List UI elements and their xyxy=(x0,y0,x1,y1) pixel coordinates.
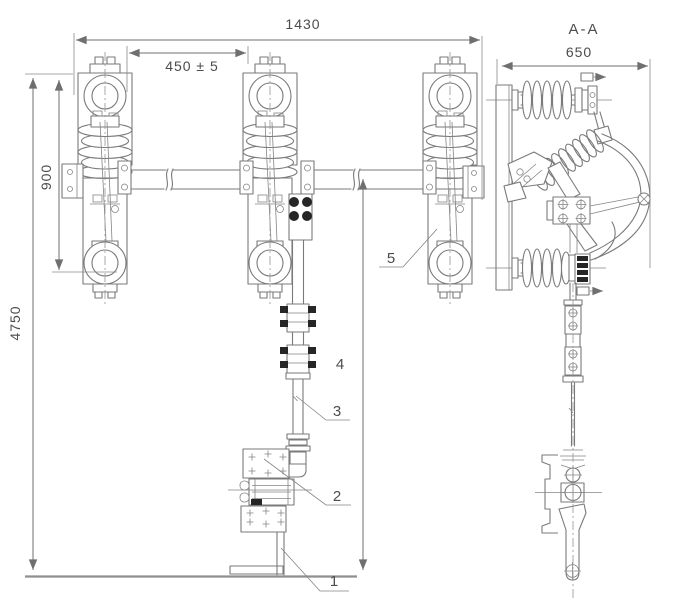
dimension-section-width: 650 xyxy=(496,44,651,268)
part-label-1: 1 xyxy=(330,573,338,590)
arcing-spring-assembly xyxy=(503,111,613,203)
part-label-4: 4 xyxy=(336,356,344,373)
dimension-phase-spacing: 450 ± 5 xyxy=(126,46,249,92)
dimension-overall-height: 4750 xyxy=(7,78,38,570)
part-callout-5: 5 xyxy=(379,228,438,268)
dim-pole-height-label: 900 xyxy=(38,164,54,190)
dim-overall-width-label: 1430 xyxy=(285,16,320,32)
drive-mechanism xyxy=(228,448,312,576)
part-label-5: 5 xyxy=(387,250,395,267)
dimension-pole-height: 900 xyxy=(25,73,117,273)
side-lever-mechanism xyxy=(535,283,602,598)
dimension-overall-width: 1430 xyxy=(73,16,483,200)
hinge-bracket xyxy=(546,196,598,253)
part-label-3: 3 xyxy=(333,403,341,420)
front-view xyxy=(25,51,485,578)
part-callout-4: 4 xyxy=(336,356,344,373)
upper-insulator-side xyxy=(486,72,612,120)
part-callout-2: 2 xyxy=(263,458,351,506)
dim-phase-spacing-label: 450 ± 5 xyxy=(165,58,219,74)
section-view-a-a xyxy=(486,72,651,598)
dim-overall-height-label: 4750 xyxy=(7,305,23,340)
lower-insulator-side xyxy=(486,248,606,296)
part-callouts: 1 2 3 4 5 xyxy=(263,228,438,592)
support-post xyxy=(229,531,285,576)
blade-conductor-loop xyxy=(589,133,651,261)
part-label-2: 2 xyxy=(333,488,341,505)
section-view-title: A-A xyxy=(568,21,599,38)
part-callout-3: 3 xyxy=(295,395,350,421)
crank-plate xyxy=(288,193,313,241)
dim-section-width-label: 650 xyxy=(566,44,592,60)
beam-brackets xyxy=(61,160,485,199)
part-callout-1: 1 xyxy=(280,547,349,592)
